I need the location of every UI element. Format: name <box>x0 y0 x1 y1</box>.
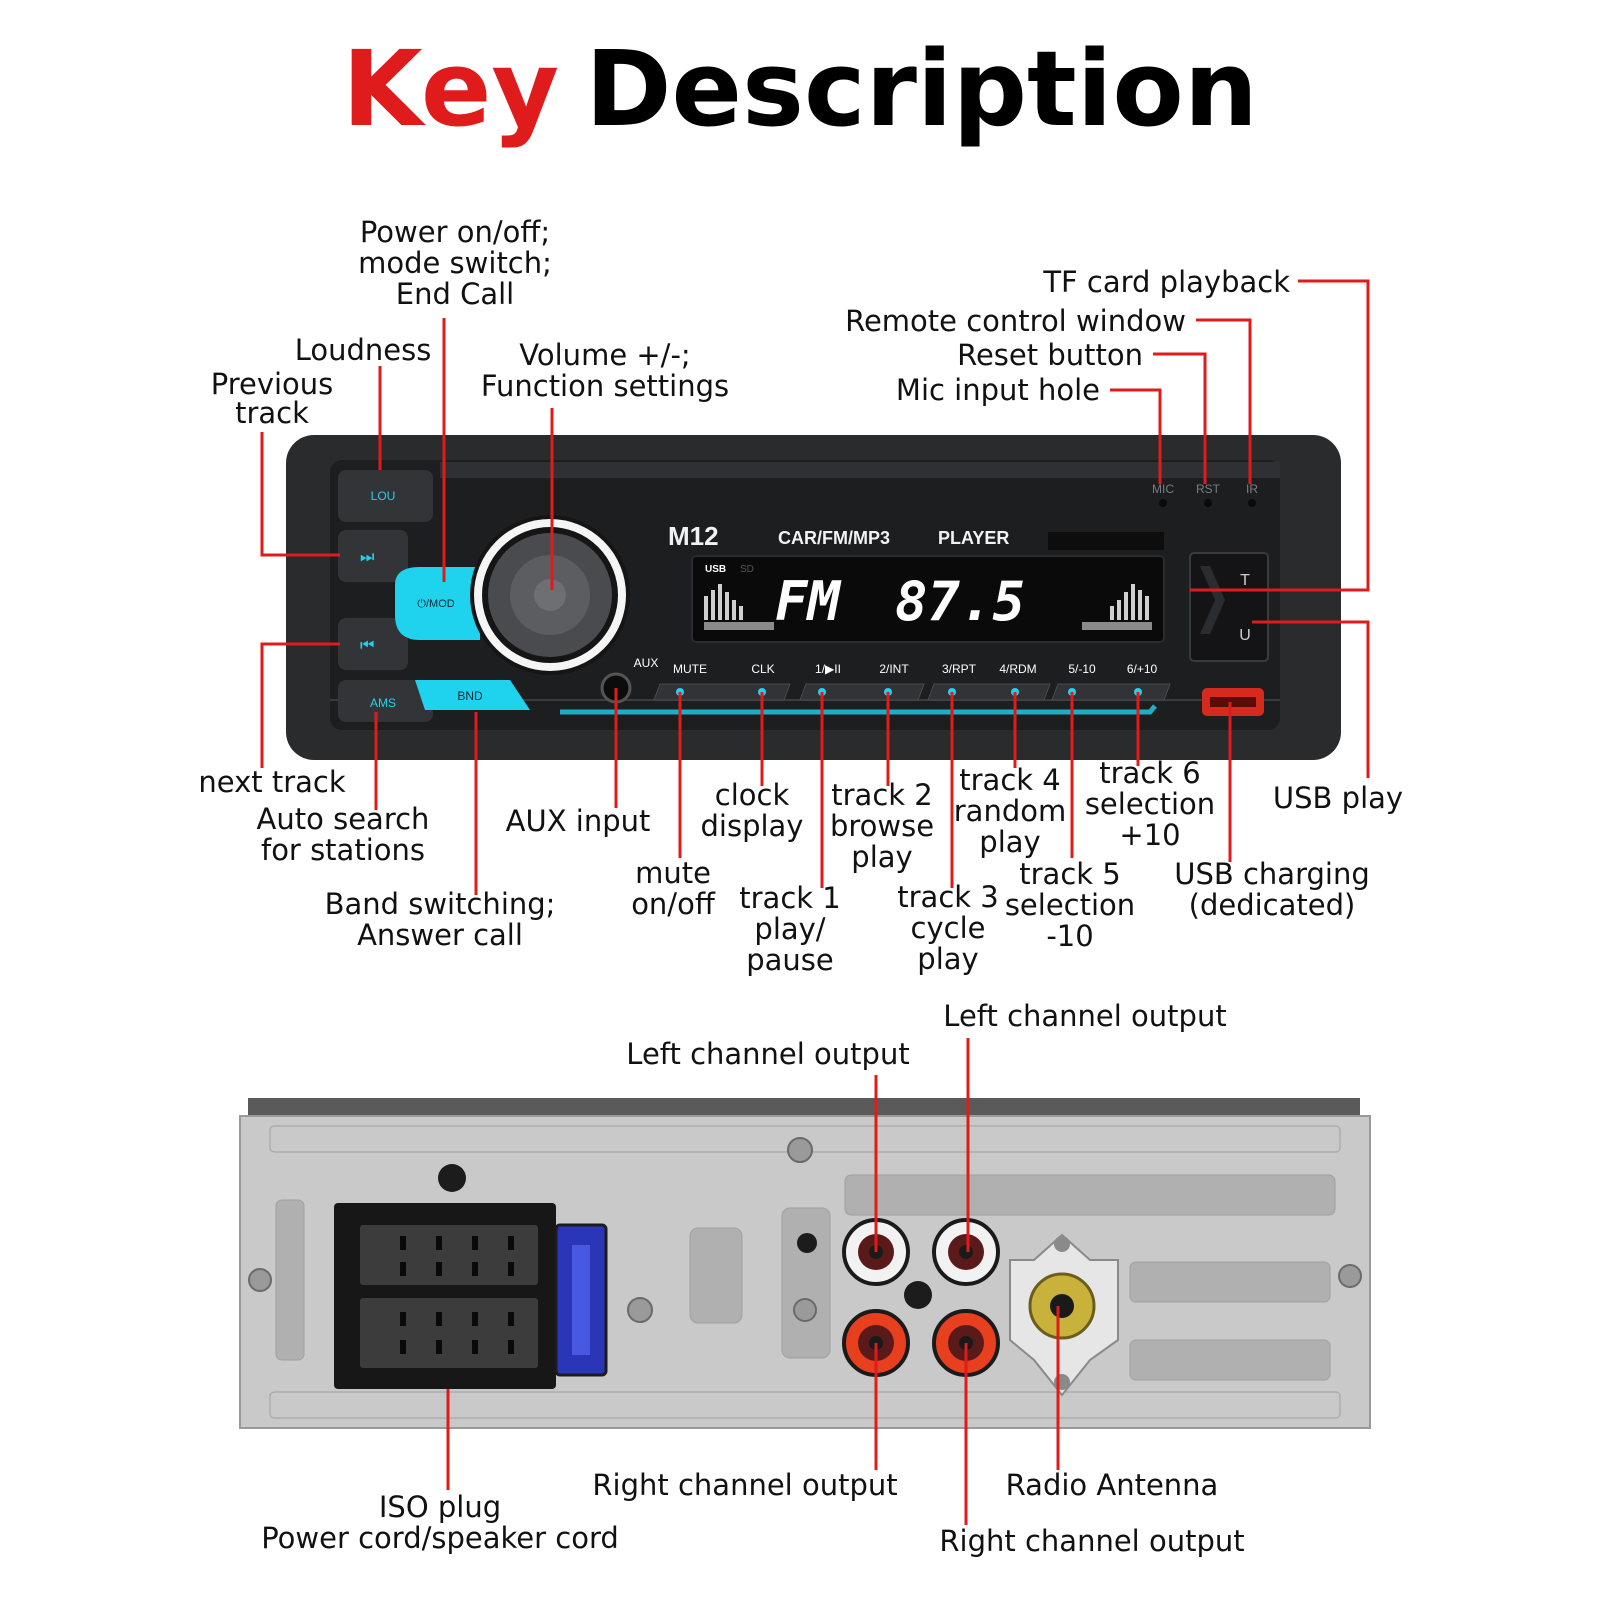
previous-track-icon: ⏮ <box>360 637 374 654</box>
lou-button-label: LOU <box>371 489 396 503</box>
label-antenna: Radio Antenna <box>1006 1468 1219 1502</box>
mute-clk-key[interactable] <box>653 683 791 701</box>
label-left-output: Left channel output <box>626 1037 909 1071</box>
previous-track-button[interactable] <box>338 618 408 670</box>
b6-button-label: 6/+10 <box>1127 662 1158 676</box>
rca-center-screw <box>904 1281 932 1309</box>
label-right-output-bottom: Right channel output <box>939 1524 1244 1558</box>
lcd-eq-right <box>1082 584 1152 630</box>
clk-button-label: CLK <box>751 662 774 676</box>
label-band: Band switching;Answer call <box>325 887 556 952</box>
ams-button-label: AMS <box>370 696 396 710</box>
next-track-icon: ⏭ <box>360 549 374 566</box>
mic-hole <box>1159 499 1167 507</box>
label-reset: Reset button <box>957 338 1143 372</box>
chassis-top-edge <box>248 1098 1360 1118</box>
lcd-usb: USB <box>705 564 726 575</box>
b4-button-label: 4/RDM <box>999 662 1036 676</box>
b5-button-label: 5/-10 <box>1068 662 1096 676</box>
ground-screw <box>438 1164 466 1192</box>
chassis-hole <box>797 1233 817 1253</box>
lcd-sd: SD <box>740 564 754 575</box>
label-usb-play: USB play <box>1273 781 1403 815</box>
ir-label: IR <box>1246 482 1258 496</box>
lcd-mode: FM <box>775 570 843 633</box>
subtitle-label: CAR/FM/MP3 <box>778 528 890 548</box>
label-remote: Remote control window <box>845 304 1186 338</box>
rear-chassis <box>239 1098 1371 1429</box>
front-panel: LOU ⏭ ⏮ AMS ⏻/MOD BND AUX M12 CAR/FM/MP3… <box>286 435 1341 760</box>
player-label: PLAYER <box>938 528 1009 548</box>
rst-label: RST <box>1196 482 1221 496</box>
mute-button-label: MUTE <box>673 662 707 676</box>
bnd-button[interactable] <box>415 680 530 710</box>
key-1-2[interactable] <box>799 683 925 701</box>
mod-button[interactable] <box>395 567 480 640</box>
key-3-4[interactable] <box>927 683 1051 701</box>
b1-button-label: 1/▶II <box>815 662 841 676</box>
reset-button[interactable] <box>1204 499 1212 507</box>
lou-button[interactable] <box>338 470 433 522</box>
front-labels: Power on/off;mode switch;End Call Loudne… <box>198 215 1403 977</box>
panel-top-strip <box>440 462 1280 478</box>
mic-label: MIC <box>1152 482 1174 496</box>
title-description: Description <box>585 28 1258 150</box>
label-right-output: Right channel output <box>592 1468 897 1502</box>
knob-ring <box>474 519 626 671</box>
b2-button-label: 2/INT <box>879 662 909 676</box>
label-next-track: next track <box>198 765 345 799</box>
u-label: U <box>1239 627 1251 644</box>
brand-label: M12 <box>668 521 719 551</box>
label-aux: AUX input <box>506 804 651 838</box>
t-label: T <box>1240 572 1250 589</box>
front-leaders <box>260 279 1370 895</box>
label-loudness: Loudness <box>295 333 432 367</box>
label-mic: Mic input hole <box>896 373 1100 407</box>
label-left-output-top: Left channel output <box>943 999 1226 1033</box>
rear-labels: Left channel output Left channel output … <box>261 999 1244 1558</box>
aux-label: AUX <box>634 656 659 670</box>
key-5-6[interactable] <box>1051 683 1171 701</box>
rear-leaders <box>446 1038 1060 1525</box>
next-track-button[interactable] <box>338 530 408 582</box>
label-usb-charging: USB charging(dedicated) <box>1174 857 1370 922</box>
label-tf-card: TF card playback <box>1042 265 1290 299</box>
ams-button[interactable] <box>338 680 433 722</box>
mod-button-label: ⏻/MOD <box>417 598 454 610</box>
b3-button-label: 3/RPT <box>942 662 977 676</box>
rca-left-top-2 <box>932 1218 1000 1286</box>
cyan-light-strip <box>560 704 1157 715</box>
ir-window <box>1248 499 1256 507</box>
label-power: Power on/off;mode switch;End Call <box>358 215 552 311</box>
lcd-display <box>691 555 1165 643</box>
bnd-button-label: BND <box>457 689 483 703</box>
lcd-eq-left <box>704 584 774 630</box>
title-key: Key <box>342 28 559 150</box>
label-volume: Volume +/-;Function settings <box>481 338 729 403</box>
lcd-frequency: 87.5 <box>895 570 1025 633</box>
